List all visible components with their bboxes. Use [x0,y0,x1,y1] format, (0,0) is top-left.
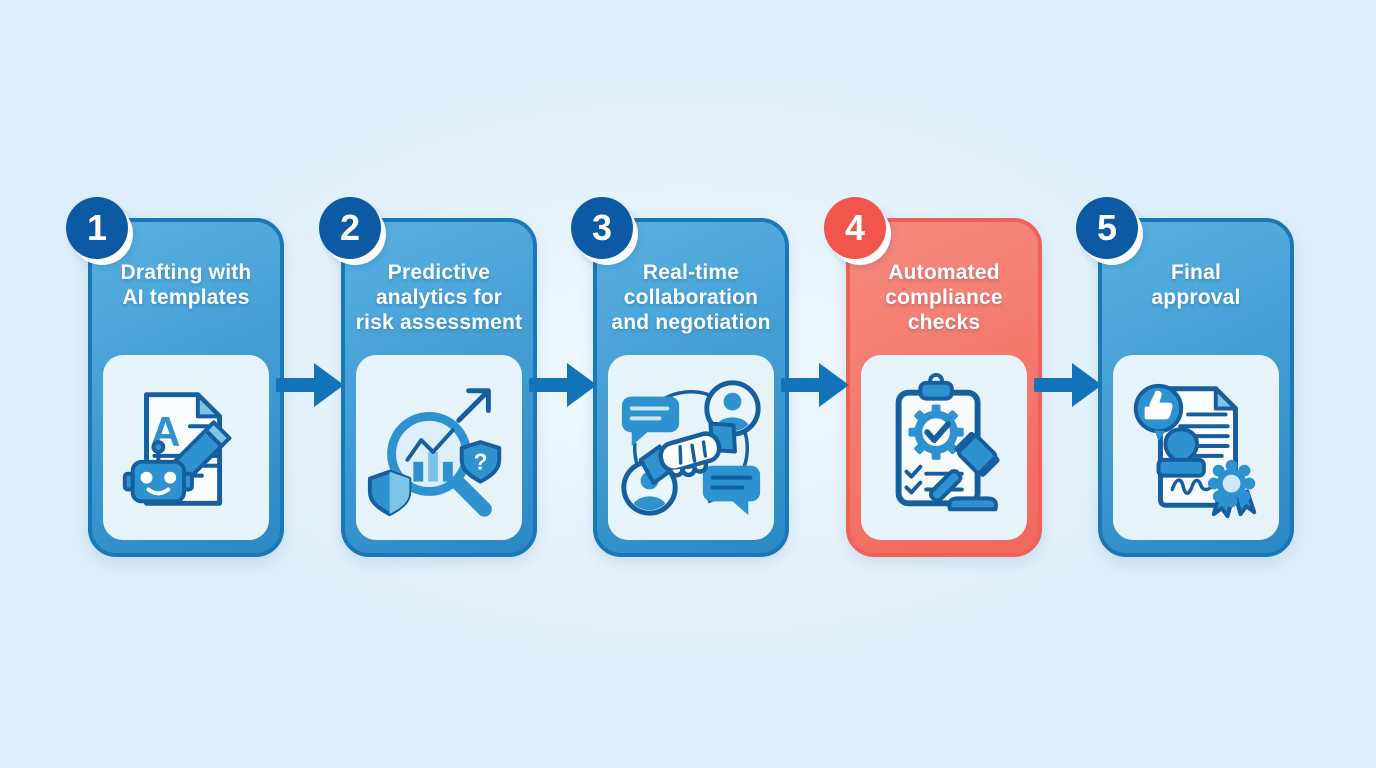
flow-arrow [276,363,344,407]
step-icon-panel [608,355,774,540]
step-number-badge: 1 [66,197,128,259]
step-card-3: 3 Real-time collaboration and negotiatio… [571,197,789,557]
compliance-checks-icon [895,372,1000,511]
step-icon-panel [1113,355,1279,540]
step-title: Predictive analytics for risk assessment [355,261,523,334]
step-card-1: 1 Drafting with AI templates A [66,197,284,557]
step-number-badge: 4 [824,197,886,259]
final-approval-icon [1133,383,1257,518]
flow-arrow [781,363,849,407]
step-card-4: 4 Automated compliance checks [824,197,1042,557]
step-icon-panel: ? [356,355,522,540]
collaboration-negotiation-icon [621,379,761,516]
step-icon-panel: A [103,355,269,540]
step-number-badge: 5 [1076,197,1138,259]
step-title: Automated compliance checks [885,261,1003,334]
ai-drafting-document-icon: A [122,391,232,506]
step-number-badge: 2 [319,197,381,259]
step-title: Real-time collaboration and negotiation [611,261,771,334]
step-icon-panel [861,355,1027,540]
flow-arrow [529,363,597,407]
step-card-2: 2 Predictive analytics for risk assessme… [319,197,537,557]
step-number: 4 [844,207,866,248]
step-number: 5 [1096,207,1118,248]
step-number: 3 [591,207,613,248]
svg-text:?: ? [474,448,488,474]
step-number: 2 [339,207,361,248]
flow-arrow [1034,363,1102,407]
step-title: Drafting with AI templates [120,261,252,309]
step-number-badge: 3 [571,197,633,259]
predictive-analytics-icon: ? [367,387,502,517]
step-title: Final approval [1151,261,1241,309]
step-number: 1 [86,207,108,248]
step-card-5: 5 Final approval [1076,197,1294,557]
